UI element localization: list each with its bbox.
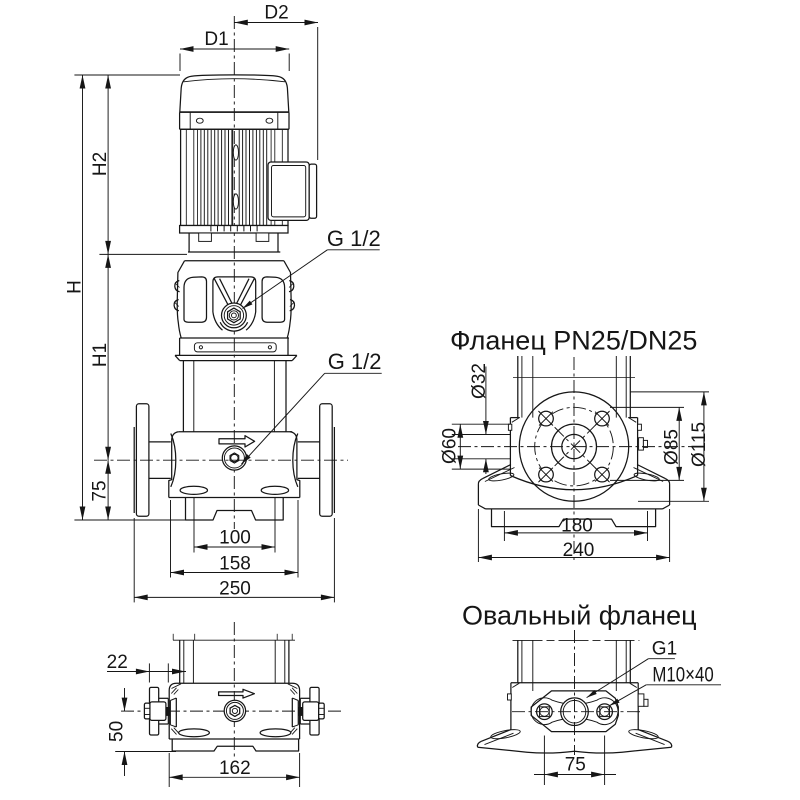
svg-text:H1: H1 bbox=[90, 343, 111, 367]
svg-text:75: 75 bbox=[565, 755, 586, 776]
svg-text:100: 100 bbox=[219, 528, 251, 549]
svg-text:Ø115: Ø115 bbox=[689, 422, 710, 467]
svg-text:Овальный фланец: Овальный фланец bbox=[462, 601, 697, 631]
svg-text:D1: D1 bbox=[204, 29, 228, 50]
svg-text:H: H bbox=[65, 280, 86, 294]
svg-text:Фланец PN25/DN25: Фланец PN25/DN25 bbox=[450, 326, 697, 356]
svg-text:50: 50 bbox=[107, 721, 128, 742]
svg-text:22: 22 bbox=[107, 652, 128, 673]
svg-text:Ø60: Ø60 bbox=[440, 428, 461, 464]
svg-text:M10×40: M10×40 bbox=[652, 664, 713, 687]
svg-text:G 1/2: G 1/2 bbox=[327, 226, 381, 251]
svg-text:D2: D2 bbox=[264, 3, 288, 24]
svg-text:Ø32: Ø32 bbox=[469, 363, 490, 399]
svg-text:G 1/2: G 1/2 bbox=[328, 349, 382, 374]
svg-text:180: 180 bbox=[561, 515, 593, 536]
svg-text:H2: H2 bbox=[90, 152, 111, 176]
svg-text:250: 250 bbox=[219, 579, 251, 600]
svg-text:75: 75 bbox=[90, 480, 111, 501]
svg-text:158: 158 bbox=[219, 554, 251, 575]
svg-text:Ø85: Ø85 bbox=[662, 429, 683, 465]
svg-text:240: 240 bbox=[563, 540, 595, 561]
svg-text:G1: G1 bbox=[652, 639, 677, 660]
svg-text:162: 162 bbox=[219, 758, 251, 779]
